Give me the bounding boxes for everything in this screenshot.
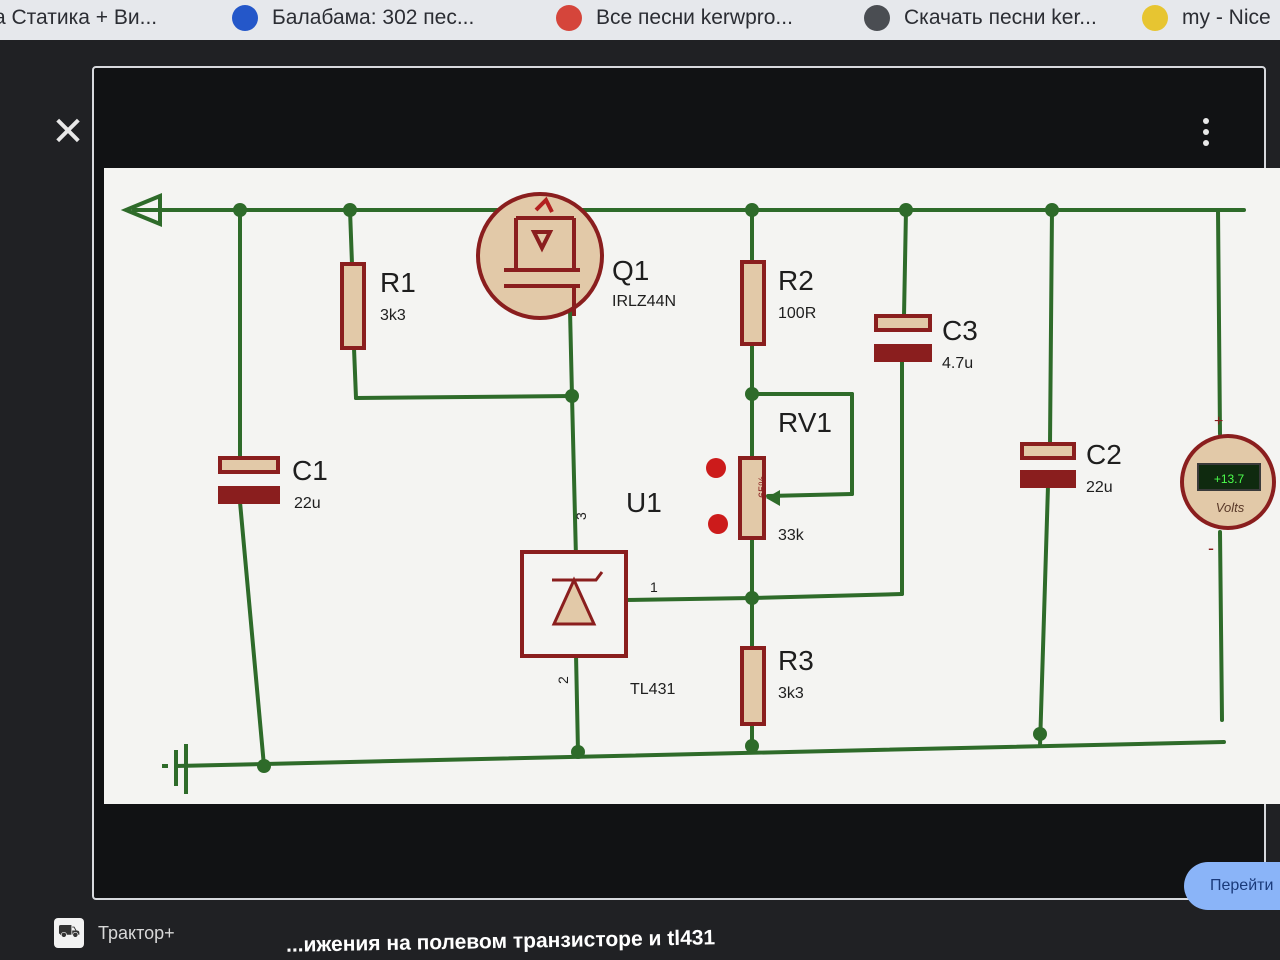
q1-value-label: IRLZ44N [612,293,676,310]
junction-dots [233,203,1059,773]
c3-ref-label: C3 [942,315,978,346]
tab-5[interactable]: my - Nice [1142,0,1271,36]
q1-ref-label: Q1 [612,255,649,286]
c2-capacitor [1020,442,1076,488]
site-icon [232,5,258,31]
voltmeter [1180,434,1276,530]
r2-value-label: 100R [778,305,816,322]
rv1-potentiometer [706,456,780,540]
more-options-button[interactable] [1194,114,1218,154]
c1-capacitor [218,456,280,504]
tab-3[interactable]: Все песни kerwpro... [556,0,793,36]
c2-value-label: 22u [1086,479,1113,496]
schematic-image: Q1 IRLZ44N R1 3k3 R2 100R 65% RV1 33k R3… [104,168,1280,804]
tab-1[interactable]: а Статика + Ви... [0,6,158,29]
music-icon [864,5,890,31]
u1-value-label: TL431 [630,681,675,698]
circuit-diagram: Q1 IRLZ44N R1 3k3 R2 100R 65% RV1 33k R3… [120,192,1276,794]
r2-ref-label: R2 [778,265,814,296]
close-button[interactable]: ✕ [48,112,88,152]
go-to-site-button[interactable]: Перейти [1184,862,1280,910]
u1-pin-3: 3 [573,512,589,520]
c1-value-label: 22u [294,495,321,512]
browser-tab-strip: а Статика + Ви... Балабама: 302 пес... В… [0,0,1280,40]
r2-resistor [740,260,766,346]
voltmeter-reading: +13.7 [1214,472,1245,486]
q1-mosfet [476,192,604,320]
rv1-ref-label: RV1 [778,407,832,438]
u1-pin-1: 1 [650,579,658,595]
ground-symbol [162,744,188,794]
r1-resistor [340,262,366,350]
site-icon [556,5,582,31]
c3-value-label: 4.7u [942,355,973,372]
bottom-rail-wire [174,740,1226,768]
rv1-value-label: 33k [778,527,805,544]
rv1-body-text: 65% [757,476,769,498]
r3-ref-label: R3 [778,645,814,676]
source-name: Трактор+ [98,922,175,943]
r1-ref-label: R1 [380,267,416,298]
smiley-icon [1142,5,1168,31]
close-icon: ✕ [51,110,85,154]
r1-value-label: 3k3 [380,307,406,324]
r3-value-label: 3k3 [778,685,804,702]
tab-2[interactable]: Балабама: 302 пес... [232,0,474,36]
c3-capacitor [874,314,932,362]
output-terminal-arrow [120,193,162,227]
r3-resistor [740,646,766,726]
more-vert-icon [1194,118,1218,146]
tab-4[interactable]: Скачать песни ker... [864,0,1097,36]
voltmeter-unit: Volts [1216,500,1245,515]
u1-pin-2: 2 [555,676,571,684]
source-site[interactable]: ⛟ Трактор+ [54,918,175,948]
voltmeter-plus: + [1214,413,1223,430]
voltmeter-minus: - [1208,538,1214,558]
c1-ref-label: C1 [292,455,328,486]
tractor-icon: ⛟ [54,918,84,948]
c2-ref-label: C2 [1086,439,1122,470]
u1-ref-label: U1 [626,487,662,518]
u1-tl431 [520,550,628,658]
